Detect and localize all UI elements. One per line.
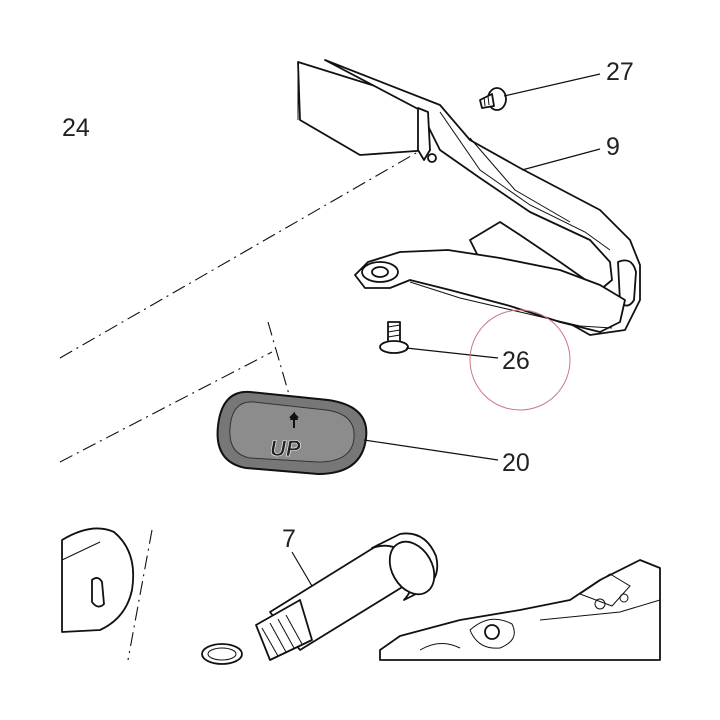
assembly-lines xyxy=(59,144,431,661)
part-27-screw xyxy=(479,87,507,111)
housing-left-partial xyxy=(61,527,135,633)
label-part-24: 24 xyxy=(62,114,90,142)
label-part-27: 27 xyxy=(606,58,634,86)
part-20-up-button: UP xyxy=(216,390,368,476)
label-part-7: 7 xyxy=(282,525,296,553)
part-7-shaft xyxy=(201,532,439,665)
arrow-up-icon xyxy=(289,411,299,428)
housing-right-partial xyxy=(379,559,661,661)
label-part-20: 20 xyxy=(502,449,530,477)
label-part-9: 9 xyxy=(606,133,620,161)
label-part-26: 26 xyxy=(502,347,530,375)
button-up-text: UP xyxy=(270,436,301,461)
part-9-arm xyxy=(297,59,641,336)
highlight-circle xyxy=(469,309,571,411)
leader-lines xyxy=(291,73,601,587)
part-26-screw xyxy=(379,321,409,354)
